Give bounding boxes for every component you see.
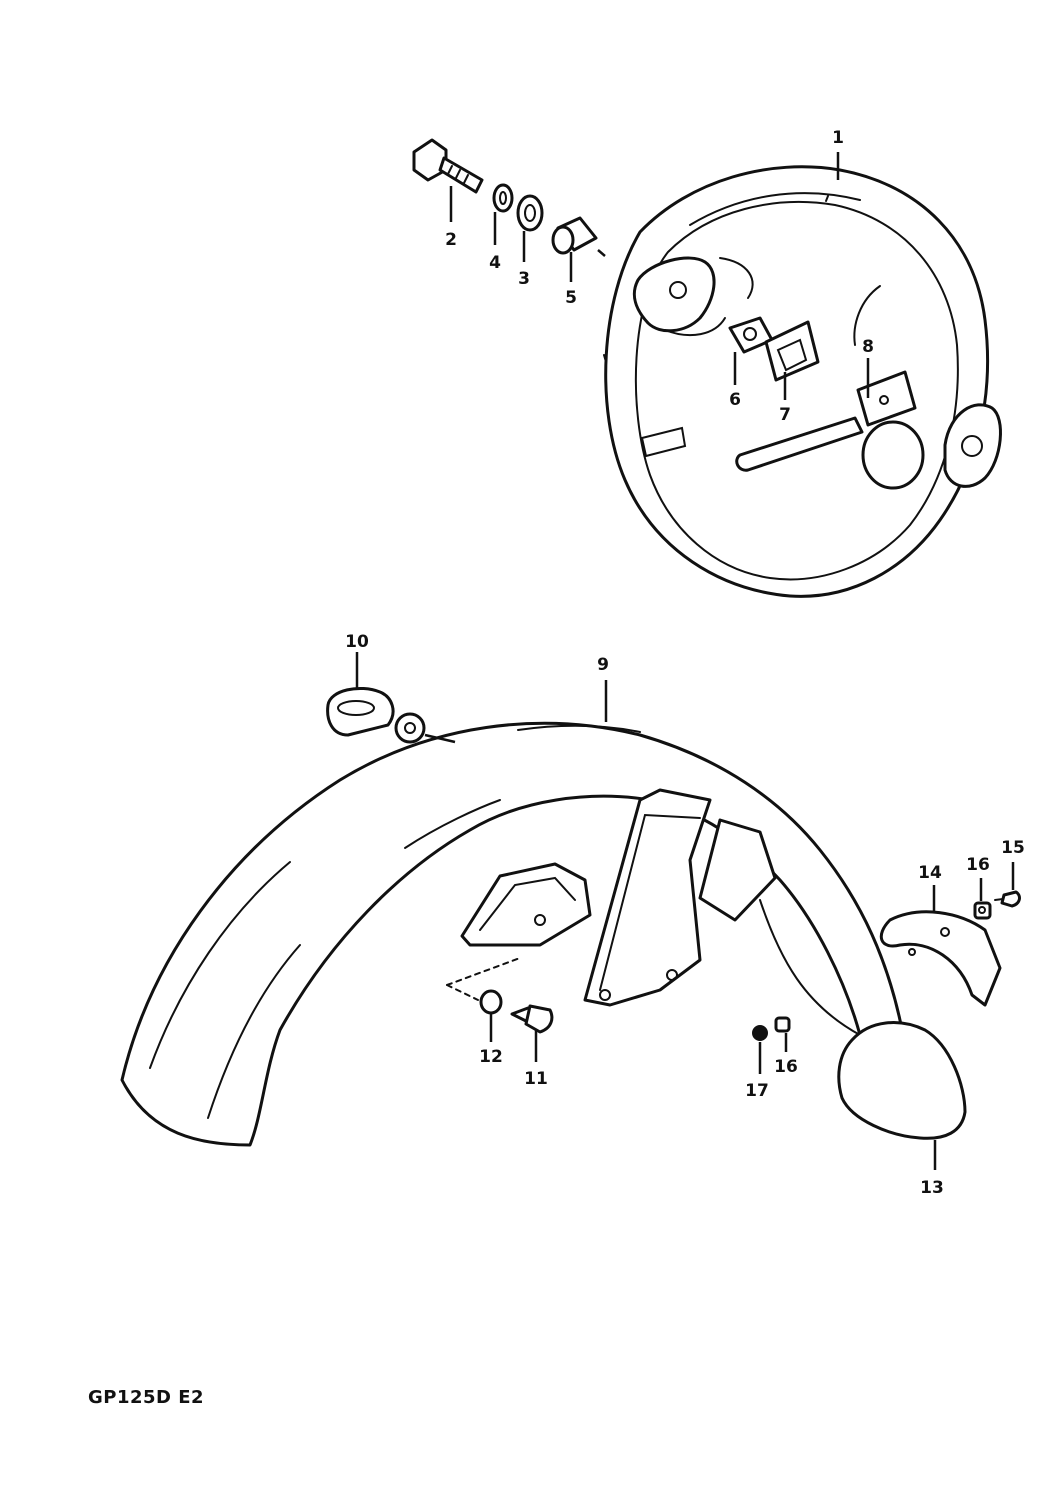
callout-16-lower: 16: [774, 1057, 798, 1077]
callout-10: 10: [345, 632, 369, 652]
callout-12: 12: [479, 1047, 503, 1067]
callout-labels: 1 2 4 3 5 6 7 8 10 9 15 16 14 12 11 16 1…: [345, 128, 1025, 1198]
washer-part-4: [492, 183, 514, 213]
spacer-part-5: [551, 216, 598, 255]
callout-11: 11: [524, 1069, 548, 1089]
bolt-part-11: [510, 1004, 554, 1034]
callout-14: 14: [918, 863, 942, 883]
leader-lines: [355, 152, 1015, 1170]
nut-part-16-upper: [973, 901, 992, 920]
front-fender: [120, 721, 907, 1147]
nut-part-16-lower: [774, 1016, 791, 1033]
callout-9: 9: [597, 655, 609, 675]
callout-1: 1: [832, 128, 844, 148]
mudflap-part-13: [837, 1021, 967, 1140]
callout-4: 4: [489, 253, 501, 273]
callout-7: 7: [779, 405, 791, 425]
bolt-part-2: [412, 138, 484, 194]
headlamp-housing: [603, 165, 1002, 598]
washer-part-12: [479, 989, 503, 1015]
model-code-label: GP125D E2: [88, 1387, 205, 1408]
callout-13: 13: [920, 1178, 944, 1198]
plate-part-6: [728, 316, 774, 354]
nut-part-17: [752, 1025, 768, 1041]
washer-part-3: [516, 194, 544, 232]
callout-16-upper: 16: [966, 855, 990, 875]
screw-part-15: [994, 890, 1021, 908]
callout-2: 2: [445, 230, 457, 250]
clamp-part-10: [326, 686, 426, 744]
bracket-part-14: [879, 910, 1002, 1007]
callout-3: 3: [518, 269, 530, 289]
callout-15: 15: [1001, 838, 1025, 858]
callout-8: 8: [862, 337, 874, 357]
callout-5: 5: [565, 288, 577, 308]
clip-part-7: [764, 320, 820, 382]
callout-17: 17: [745, 1081, 769, 1101]
callout-6: 6: [729, 390, 741, 410]
